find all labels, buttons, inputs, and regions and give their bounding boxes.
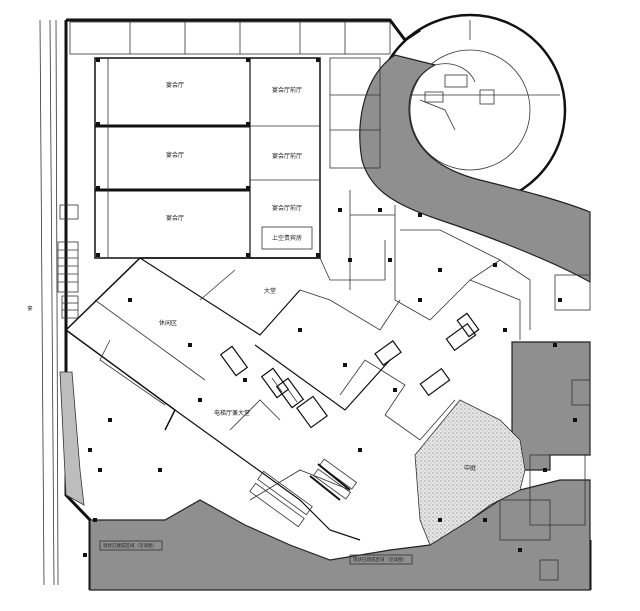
structural-column <box>128 298 132 302</box>
label-vip-room: 上空贵宾房 <box>272 234 302 242</box>
existing-area-right <box>511 341 591 471</box>
label-elevator-hall: 电梯厅兼大堂 <box>214 409 250 417</box>
bottom-note-left-box <box>99 540 163 551</box>
structural-column <box>518 548 522 552</box>
escalators <box>249 458 358 528</box>
structural-column <box>246 122 250 126</box>
ramp-inner-rings <box>419 63 495 131</box>
structural-column <box>573 418 577 422</box>
structural-column <box>246 253 250 257</box>
central-rotated-walls <box>65 190 531 541</box>
elevator-core-2 <box>374 312 480 397</box>
structural-column <box>93 518 97 522</box>
structural-column <box>553 343 557 347</box>
structural-column <box>316 253 320 257</box>
structural-column <box>343 363 347 367</box>
structural-column <box>378 208 382 212</box>
label-left-annotation: 宴 <box>27 305 32 312</box>
structural-column <box>418 298 422 302</box>
structural-column <box>393 388 397 392</box>
structural-column <box>198 398 202 402</box>
structural-column <box>96 186 100 190</box>
structural-column <box>243 378 247 382</box>
structural-column <box>483 518 487 522</box>
structural-column <box>503 328 507 332</box>
bottom-note-center-box <box>349 554 413 565</box>
structural-column <box>108 418 112 422</box>
label-atrium: 中庭 <box>464 464 476 472</box>
structural-column <box>348 258 352 262</box>
structural-column <box>338 208 342 212</box>
right-structures <box>499 274 591 581</box>
label-banquet-lobby: 宴会厅前厅 <box>272 204 302 212</box>
existing-area-bottom <box>89 479 591 591</box>
structural-column <box>558 298 562 302</box>
structural-columns <box>83 58 577 557</box>
label-bottom-note-left: 现状已建成区域（见详图） <box>103 542 157 549</box>
structural-column <box>96 58 100 62</box>
atrium-floor <box>414 399 526 546</box>
structural-column <box>388 258 392 262</box>
structural-column <box>358 448 362 452</box>
label-banquet-hall-3: 宴会厅 <box>166 214 184 222</box>
label-banquet-foyer: 宴会厅前厅 <box>272 152 302 160</box>
structural-column <box>543 468 547 472</box>
structural-column <box>438 518 442 522</box>
structural-column <box>418 213 422 217</box>
curved-ramp <box>359 54 591 284</box>
structural-column <box>246 58 250 62</box>
label-grand-hall: 大堂 <box>264 287 276 295</box>
structural-column <box>83 553 87 557</box>
structural-column <box>246 186 250 190</box>
grey-wedge-left <box>59 371 85 506</box>
left-stairs <box>57 204 79 319</box>
label-banquet-prefunction: 宴会厅前厅 <box>272 86 302 94</box>
structural-column <box>493 263 497 267</box>
label-lounge: 休闲区 <box>159 319 177 327</box>
label-banquet-hall-2: 宴会厅 <box>166 151 184 159</box>
structural-column <box>96 253 100 257</box>
structural-column <box>88 448 92 452</box>
structural-column <box>98 468 102 472</box>
structural-column <box>298 328 302 332</box>
label-bottom-note-center: 现状已建成区域（见详图） <box>353 556 407 563</box>
structural-column <box>316 58 320 62</box>
structural-column <box>188 343 192 347</box>
structural-column <box>158 468 162 472</box>
top-service-rooms <box>69 21 391 169</box>
elevator-core-1 <box>219 345 328 429</box>
structural-column <box>96 122 100 126</box>
structural-column <box>438 268 442 272</box>
label-banquet-hall-1: 宴会厅 <box>166 81 184 89</box>
left-boundary <box>39 19 59 586</box>
